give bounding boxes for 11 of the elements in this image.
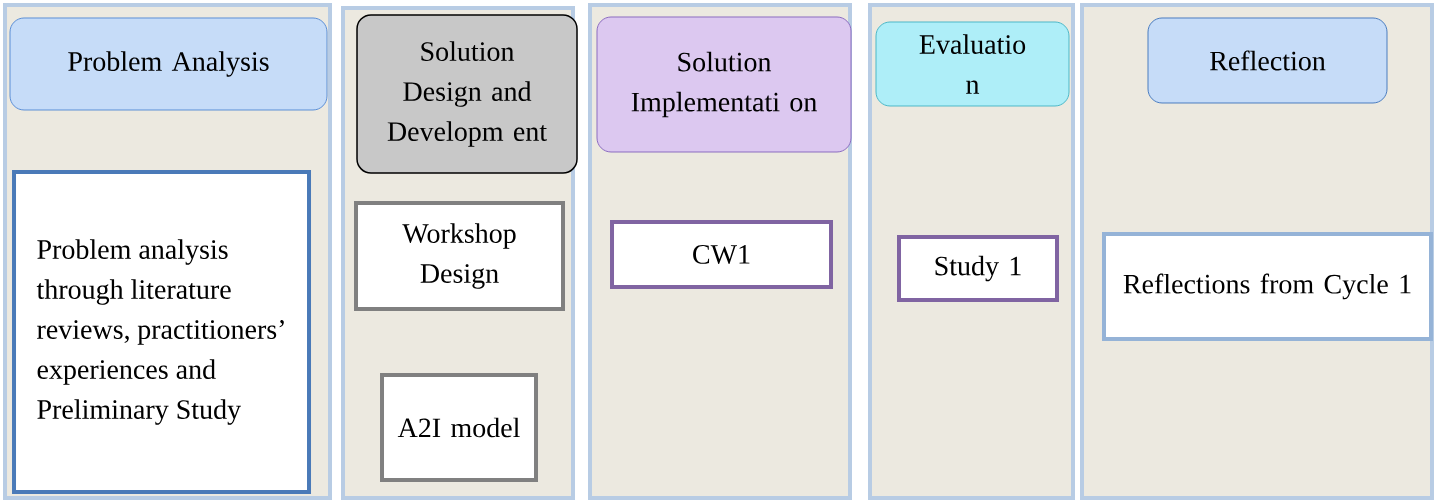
stage-header: Reflection <box>1147 17 1388 104</box>
activity-box: Workshop Design <box>354 201 565 311</box>
activity-box: CW1 <box>610 220 833 289</box>
activity-box: Reflections from Cycle 1 <box>1102 232 1433 341</box>
stage-header: Problem Analysis <box>9 17 328 111</box>
stage-header: Solution Implementati on <box>596 16 852 153</box>
stage-header: Evaluatio n <box>875 21 1070 107</box>
stage-header: Solution Design and Developm ent <box>356 14 578 174</box>
activity-box: Study 1 <box>897 235 1059 302</box>
activity-box: A2I model <box>380 373 538 482</box>
activity-box: Problem analysis through literature reviews, practitioners’ experiences and Preliminary Study <box>12 170 311 494</box>
